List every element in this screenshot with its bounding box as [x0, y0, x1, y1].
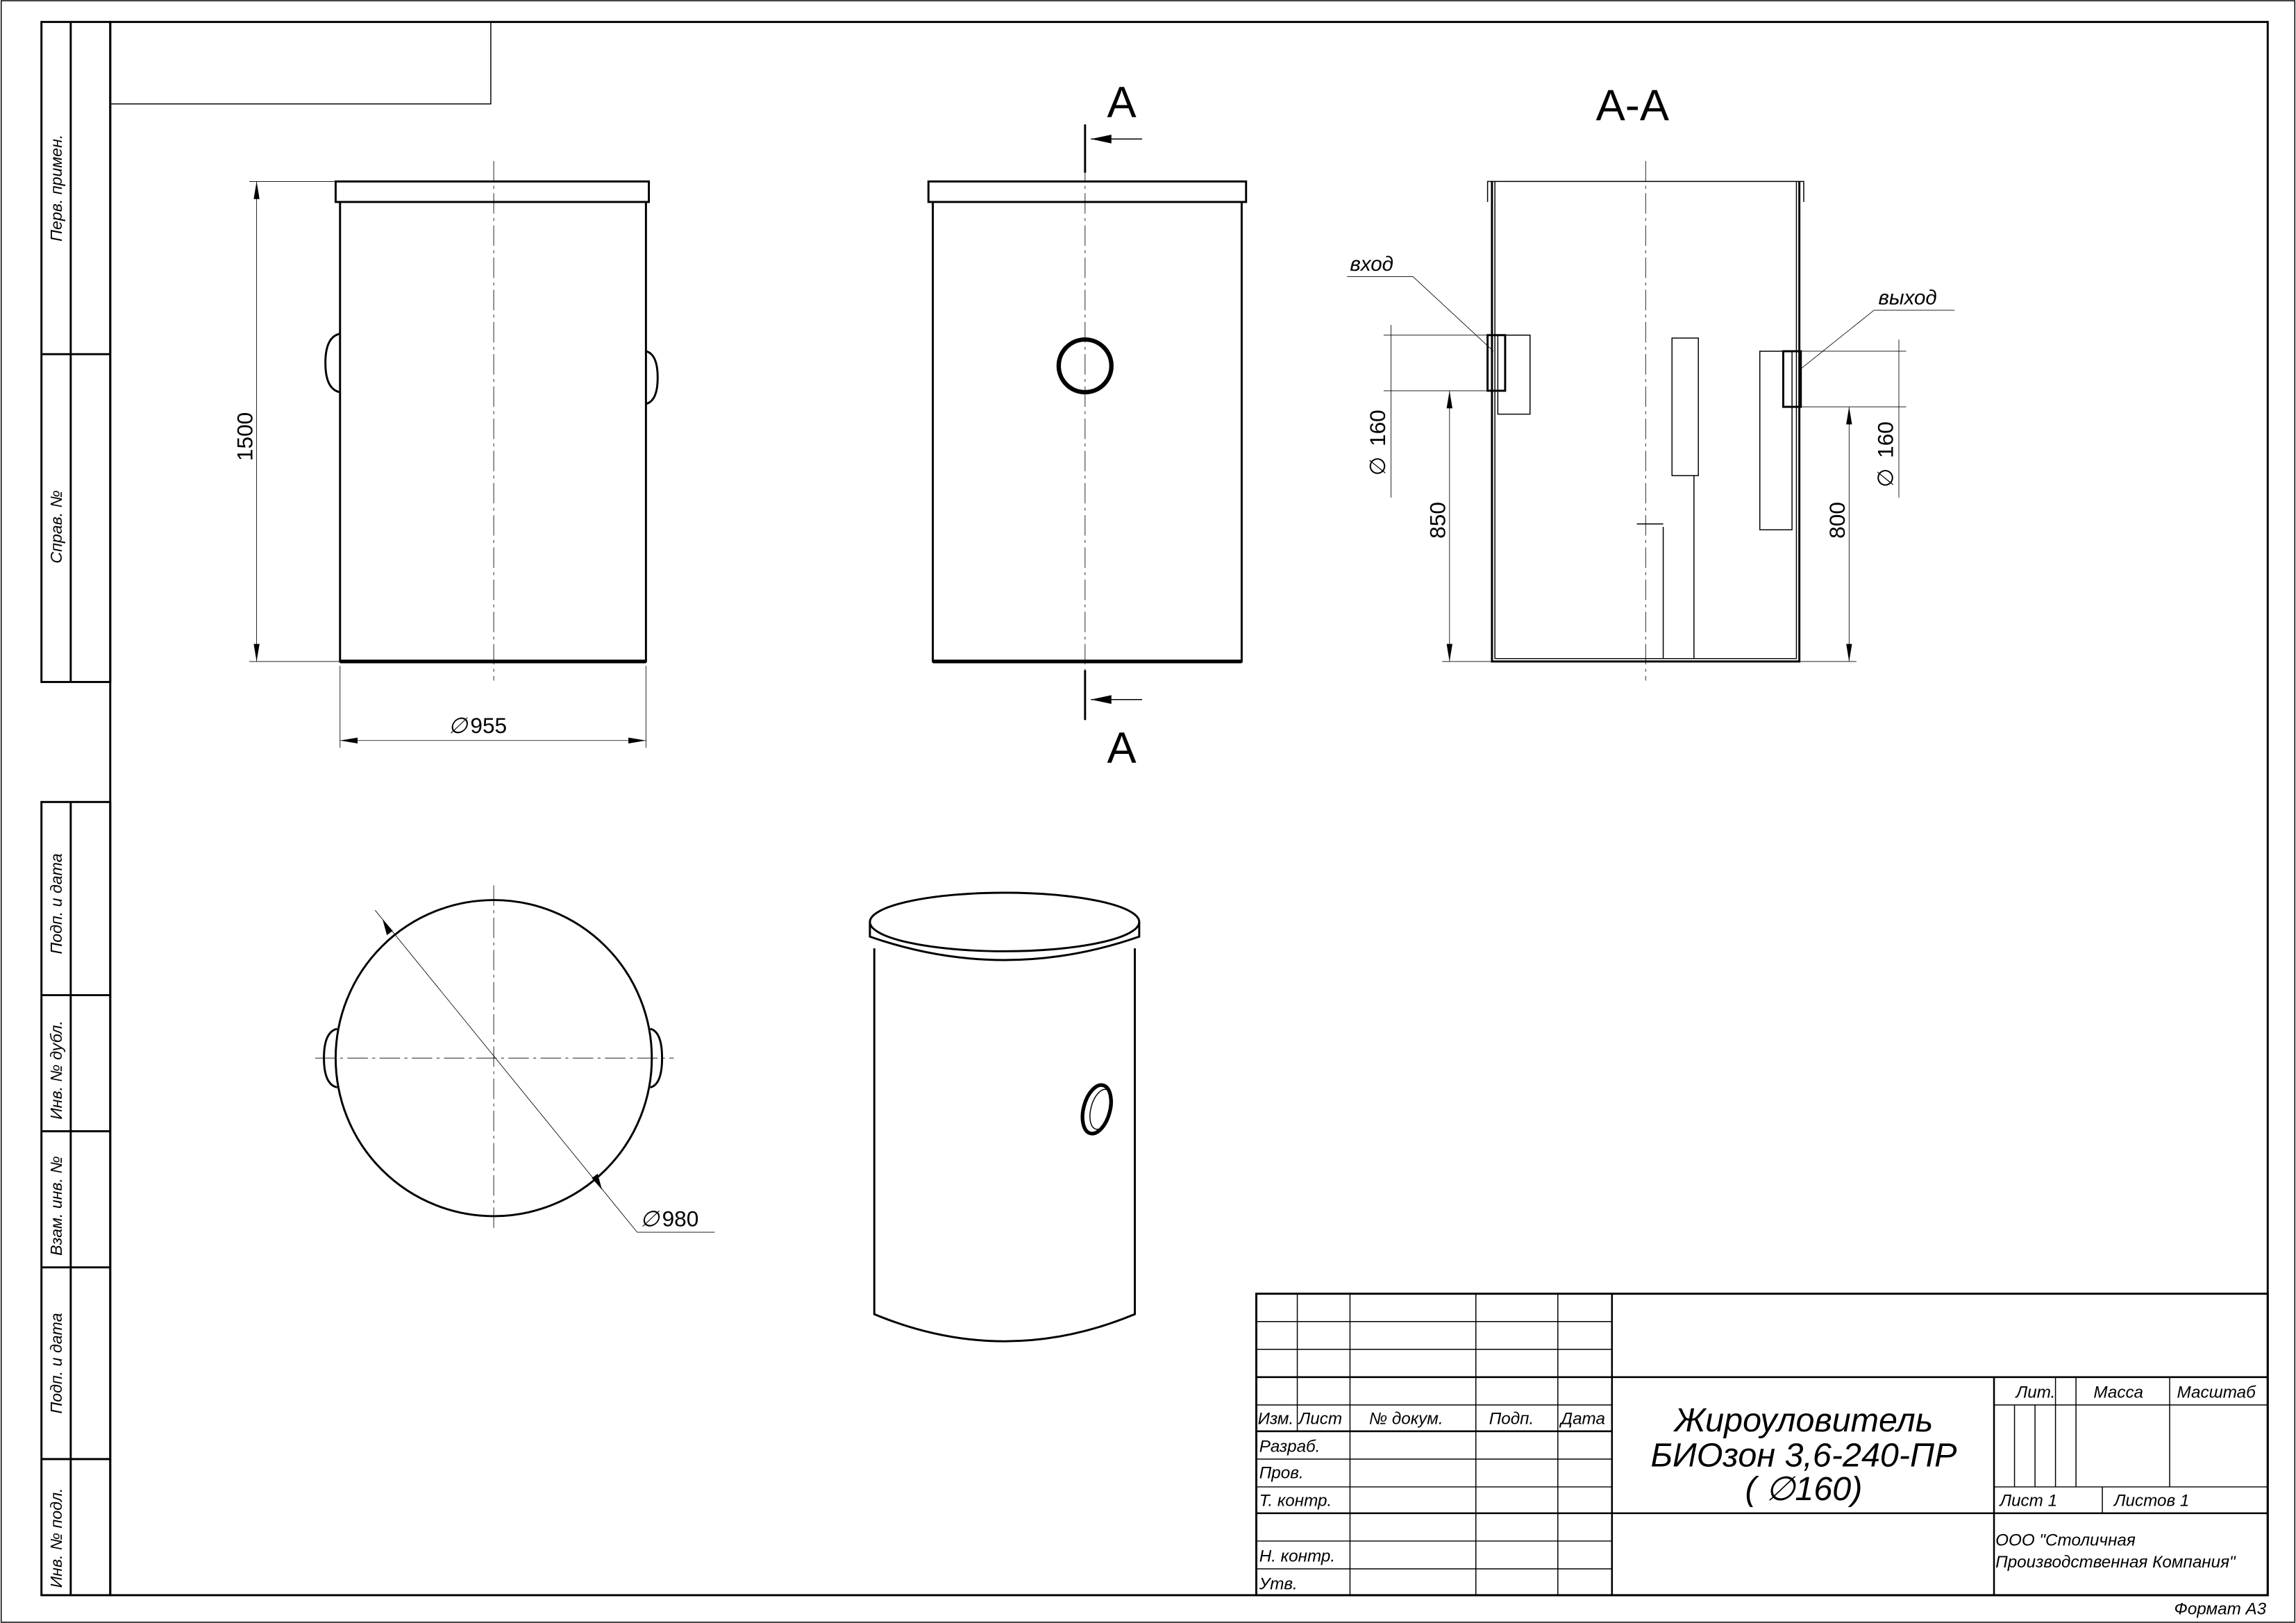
inlet-callout: вход — [1347, 253, 1494, 352]
side-stamps: Перв. примен. Справ. № Подп. и дата Инв.… — [47, 135, 65, 1588]
dim-top-diameter-text: 980 — [662, 1206, 699, 1231]
section-view: А-А вход выход ∅ 160 — [1347, 81, 1955, 681]
dimension-inlet-height: 850 — [1425, 390, 1492, 662]
dimension-diameter: ∅ 955 — [340, 666, 646, 748]
svg-text:∅: ∅ — [1873, 468, 1898, 487]
svg-text:∅: ∅ — [640, 1206, 660, 1231]
svg-text:∅: ∅ — [449, 713, 469, 738]
outlet-label: выход — [1878, 287, 1936, 310]
drawing-title-line1: Жироуловитель — [1673, 1402, 1933, 1439]
header-list: Лист — [1298, 1409, 1342, 1428]
format-label: Формат А3 — [2175, 1599, 2267, 1618]
outlet-callout: выход — [1800, 287, 1955, 369]
role-approver: Утв. — [1259, 1575, 1298, 1594]
dim-pipe-in-text: 160 — [1365, 410, 1390, 446]
dim-height-text: 1500 — [232, 412, 257, 461]
header-izm: Изм. — [1258, 1409, 1294, 1428]
dim-outlet-height-text: 800 — [1825, 502, 1850, 539]
org-line2: Производственная Компания" — [1995, 1553, 2236, 1572]
stamp-label: Взам. инв. № — [47, 1156, 65, 1255]
drawing-title-line3: ( ∅160) — [1745, 1470, 1863, 1508]
header-doc: № докум. — [1369, 1409, 1443, 1428]
dim-diameter-text: 955 — [470, 713, 507, 738]
side-view: А А — [927, 78, 1248, 772]
stamp-label: Инв. № подл. — [47, 1488, 65, 1588]
org-line1: ООО "Столичная — [1995, 1531, 2136, 1549]
top-view: ∅ 980 — [315, 885, 715, 1233]
header-sign: Подп. — [1489, 1409, 1534, 1428]
sheet-count: Листов 1 — [2113, 1491, 2189, 1510]
dim-inlet-height-text: 850 — [1425, 502, 1450, 539]
stamp-label: Справ. № — [47, 490, 65, 563]
dimension-inlet-pipe: ∅ 160 — [1365, 325, 1488, 498]
section-marker-bottom: А — [1107, 723, 1137, 772]
drawing-title-line2: БИОзон 3,6-240-ПР — [1650, 1436, 1957, 1474]
title-block: Изм. Лист № докум. Подп. Дата Разраб. Пр… — [1255, 1293, 2269, 1618]
role-checker: Пров. — [1259, 1463, 1304, 1482]
stamp-label: Перв. примен. — [47, 135, 65, 242]
svg-text:∅: ∅ — [1365, 457, 1390, 476]
role-developer: Разраб. — [1259, 1437, 1321, 1456]
dimension-height: 1500 — [232, 180, 340, 662]
section-marker-top: А — [1107, 78, 1137, 127]
inlet-label: вход — [1350, 253, 1393, 276]
isometric-view — [869, 891, 1141, 1343]
dimension-outlet-pipe: ∅ 160 — [1800, 339, 1907, 498]
stamp-label: Инв. № дубл. — [47, 1020, 65, 1120]
stamp-label: Подп. и дата — [47, 853, 65, 954]
lit-label: Лит. — [2015, 1383, 2056, 1402]
dim-pipe-out-text: 160 — [1873, 421, 1898, 458]
stamp-label: Подп. и дата — [47, 1313, 65, 1413]
header-date: Дата — [1559, 1409, 1605, 1428]
scale-label: Масштаб — [2177, 1383, 2257, 1402]
role-norm-control: Н. контр. — [1259, 1547, 1335, 1565]
front-view: 1500 ∅ 955 — [232, 160, 659, 748]
section-title: А-А — [1596, 81, 1670, 130]
sheet-number: Лист 1 — [1998, 1491, 2057, 1510]
role-tech-control: Т. контр. — [1259, 1491, 1332, 1510]
mass-label: Масса — [2093, 1383, 2143, 1402]
dimension-outlet-height: 800 — [1799, 407, 1857, 662]
